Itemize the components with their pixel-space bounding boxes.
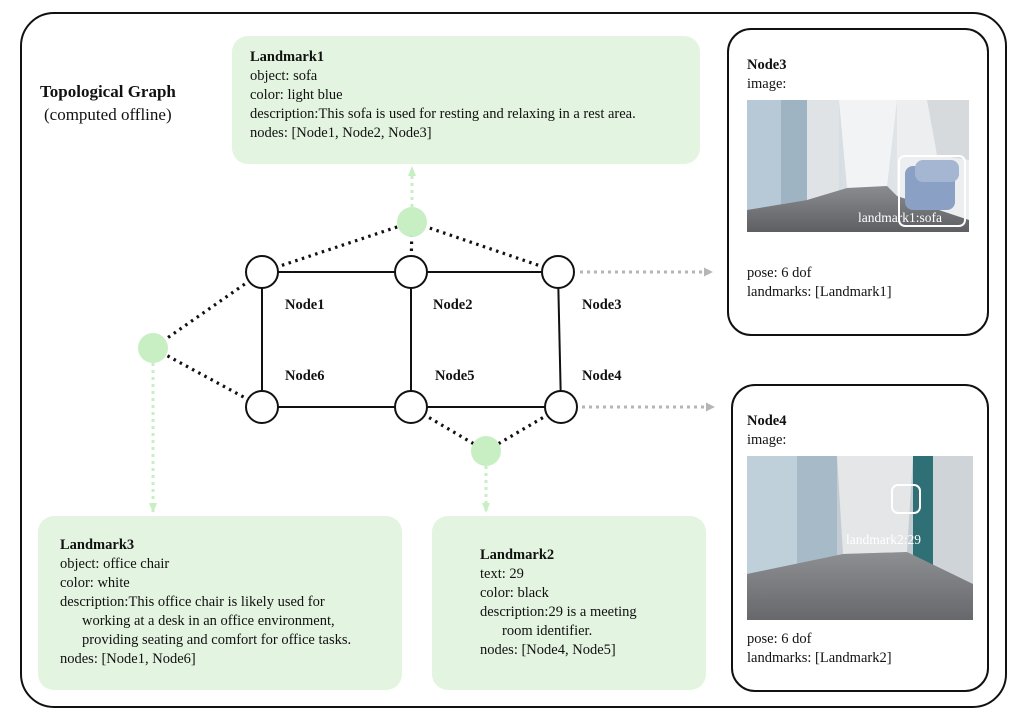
landmark-card-arrows: [149, 166, 490, 513]
landmark3-description-1: description:This office chair is likely …: [60, 594, 325, 610]
node3-image-label: image:: [747, 76, 787, 92]
landmark2-color: color: black: [480, 585, 549, 601]
landmark3-dot: [138, 333, 168, 363]
landmark3-color: color: white: [60, 575, 130, 591]
node3-circle: [541, 255, 575, 289]
node3-detection-box: [898, 155, 966, 227]
node3-label: Node3: [582, 297, 622, 313]
landmark2-card: Landmark2 text: 29 color: black descript…: [432, 516, 706, 690]
node2-circle: [394, 255, 428, 289]
landmark1-color: color: light blue: [250, 87, 343, 103]
landmark-dots: [138, 207, 501, 466]
landmark3-card: Landmark3 object: office chair color: wh…: [38, 516, 402, 690]
link-landmark1-node3: [411, 220, 559, 274]
landmark2-text: text: 29: [480, 566, 524, 582]
node3-pose: pose: 6 dof: [747, 265, 812, 281]
landmark1-nodes: nodes: [Node1, Node2, Node3]: [250, 125, 432, 141]
graph-nodes: [245, 255, 578, 424]
node4-detection-box: [891, 484, 921, 514]
link-landmark3-node1: [152, 270, 263, 350]
landmark3-nodes: nodes: [Node1, Node6]: [60, 651, 196, 667]
node4-detection-label: landmark2:29: [846, 532, 921, 547]
node3-photo-scene: [747, 100, 969, 232]
node3-landmarks: landmarks: [Landmark1]: [747, 284, 892, 300]
node4-panel-title: Node4: [747, 413, 787, 429]
landmark2-title: Landmark2: [480, 547, 555, 563]
landmark2-description-2: room identifier.: [502, 623, 593, 639]
landmark2-description-1: description:29 is a meeting: [480, 604, 637, 620]
node2-label: Node2: [433, 297, 473, 313]
node5-circle: [394, 390, 428, 424]
node4-circle: [544, 390, 578, 424]
landmark3-description-3: providing seating and comfort for office…: [82, 632, 352, 648]
landmark2-nodes: nodes: [Node4, Node5]: [480, 642, 616, 658]
node4-photo: landmark2:29: [747, 456, 973, 620]
node5-label: Node5: [435, 368, 475, 384]
landmark1-card: Landmark1 object: sofa color: light blue…: [232, 36, 700, 164]
landmark1-description: description:This sofa is used for restin…: [250, 106, 636, 122]
node-panel-arrows: [580, 267, 715, 412]
landmark3-title: Landmark3: [60, 537, 135, 553]
node1-circle: [245, 255, 279, 289]
node3-detection-label: landmark1:sofa: [858, 210, 942, 225]
node4-landmarks: landmarks: [Landmark2]: [747, 650, 892, 666]
node6-circle: [245, 390, 279, 424]
landmark1-dot: [397, 207, 427, 237]
landmark1-title: Landmark1: [250, 49, 325, 65]
title-sub: (computed offline): [44, 105, 172, 124]
diagram-frame: [20, 12, 1007, 708]
node6-label: Node6: [285, 368, 325, 384]
node4-image-label: image:: [747, 432, 787, 448]
link-landmark1-node1: [261, 220, 413, 274]
node3-panel-title: Node3: [747, 57, 787, 73]
landmark2-dot: [471, 436, 501, 466]
node4-pose: pose: 6 dof: [747, 631, 812, 647]
graph-edges: [261, 271, 562, 408]
edge-node3-node4: [557, 271, 562, 408]
node4-label: Node4: [582, 368, 622, 384]
node4-panel: Node4 image: landmark2:29 pose: 6 dof la…: [731, 384, 989, 692]
landmark-links: [152, 220, 562, 453]
link-landmark3-node6: [152, 346, 263, 409]
title-main: Topological Graph: [40, 82, 176, 101]
landmark1-object: object: sofa: [250, 68, 318, 84]
diagram-title: Topological Graph (computed offline): [40, 80, 240, 126]
node3-photo: landmark1:sofa: [747, 100, 969, 232]
landmark3-object: object: office chair: [60, 556, 170, 572]
node4-photo-scene: [747, 456, 973, 620]
landmark3-description-2: working at a desk in an office environme…: [82, 613, 335, 629]
node1-label: Node1: [285, 297, 325, 313]
node3-panel: Node3 image:: [727, 28, 989, 336]
